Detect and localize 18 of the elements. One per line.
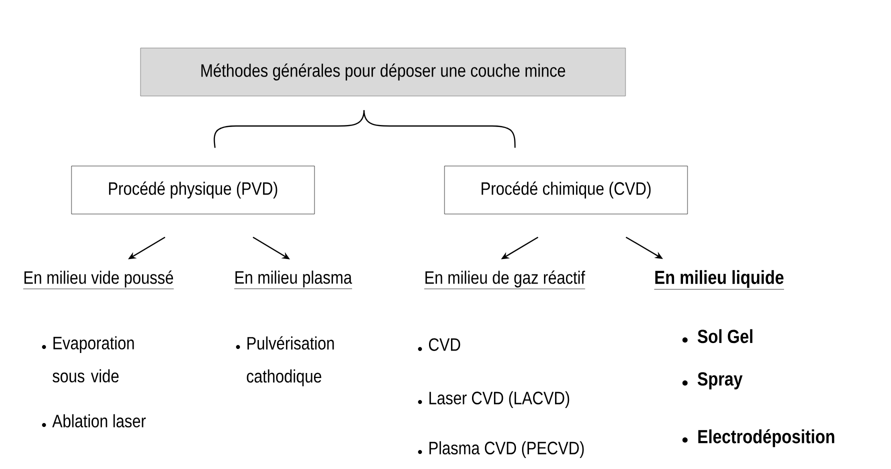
bullet-item: Evaporation sous vide (42, 336, 134, 382)
bullet-item: Ablation laser (42, 414, 146, 428)
process-box: Procédé chimique (CVD) (444, 166, 688, 214)
brace (214, 110, 365, 148)
bullet-item: CVD (418, 338, 460, 351)
category-heading: En milieu plasma (234, 270, 352, 289)
bullet-item: Laser CVD (LACVD) (418, 391, 570, 408)
bullet-item: Pulvérisation cathodique (236, 336, 334, 386)
brace (363, 110, 516, 148)
bullet-item: Plasma CVD (PECVD) (418, 441, 584, 458)
bullet-item: Sol Gel (682, 329, 752, 344)
bullet-item: Electrodéposition (682, 429, 834, 448)
category-heading: En milieu de gaz réactif (424, 270, 586, 290)
category-heading: En milieu vide poussé (23, 270, 174, 290)
title-box: Méthodes générales pour déposer une couche mince (140, 48, 626, 96)
bullet-item: Spray (682, 372, 743, 390)
process-box: Procédé physique (PVD) (71, 166, 315, 214)
category-heading: En milieu liquide (654, 270, 784, 290)
